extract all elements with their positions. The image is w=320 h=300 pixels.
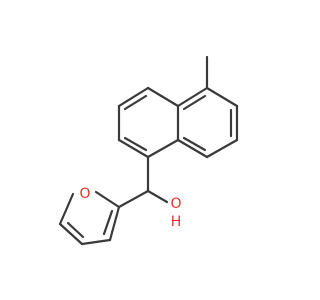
bond-ring-b-2: [117, 86, 150, 108]
bond-carbinol-to-furan: [117, 189, 150, 209]
bond-ring-a-1: [205, 86, 239, 108]
bond-ring-a-4-inner: [182, 136, 207, 152]
bond-ring-a-6-inner: [182, 94, 207, 111]
bond-ring-a-4: [176, 138, 209, 159]
bond-ring-b-5: [146, 138, 180, 159]
bond-ring-a-6: [176, 86, 209, 108]
bond-furan-5: [108, 205, 121, 242]
hydroxyl-oxygen-label: O: [170, 196, 181, 212]
bond-furan-1: [94, 190, 121, 209]
furan-oxygen-label: O: [79, 186, 90, 202]
bond-furan-3: [58, 222, 84, 246]
bond-furan-4: [80, 238, 112, 246]
bond-ring-b-1: [146, 86, 180, 108]
bond-ring-a-3: [205, 138, 239, 159]
bond-ring-b-4-inner: [123, 136, 148, 152]
molecule-diagram: O O H: [58, 55, 239, 246]
molecule-structure: O O H: [58, 55, 239, 246]
bond-furan-2: [58, 192, 75, 226]
bond-furan-3-inner: [66, 221, 85, 239]
bond-furan-5-inner: [102, 209, 114, 236]
bond-ring-b-4: [117, 138, 150, 159]
hydroxyl-hydrogen-label: H: [171, 214, 182, 230]
bond-ring-b-2-inner: [123, 94, 148, 111]
bond-carbinol-to-oh: [146, 189, 169, 204]
